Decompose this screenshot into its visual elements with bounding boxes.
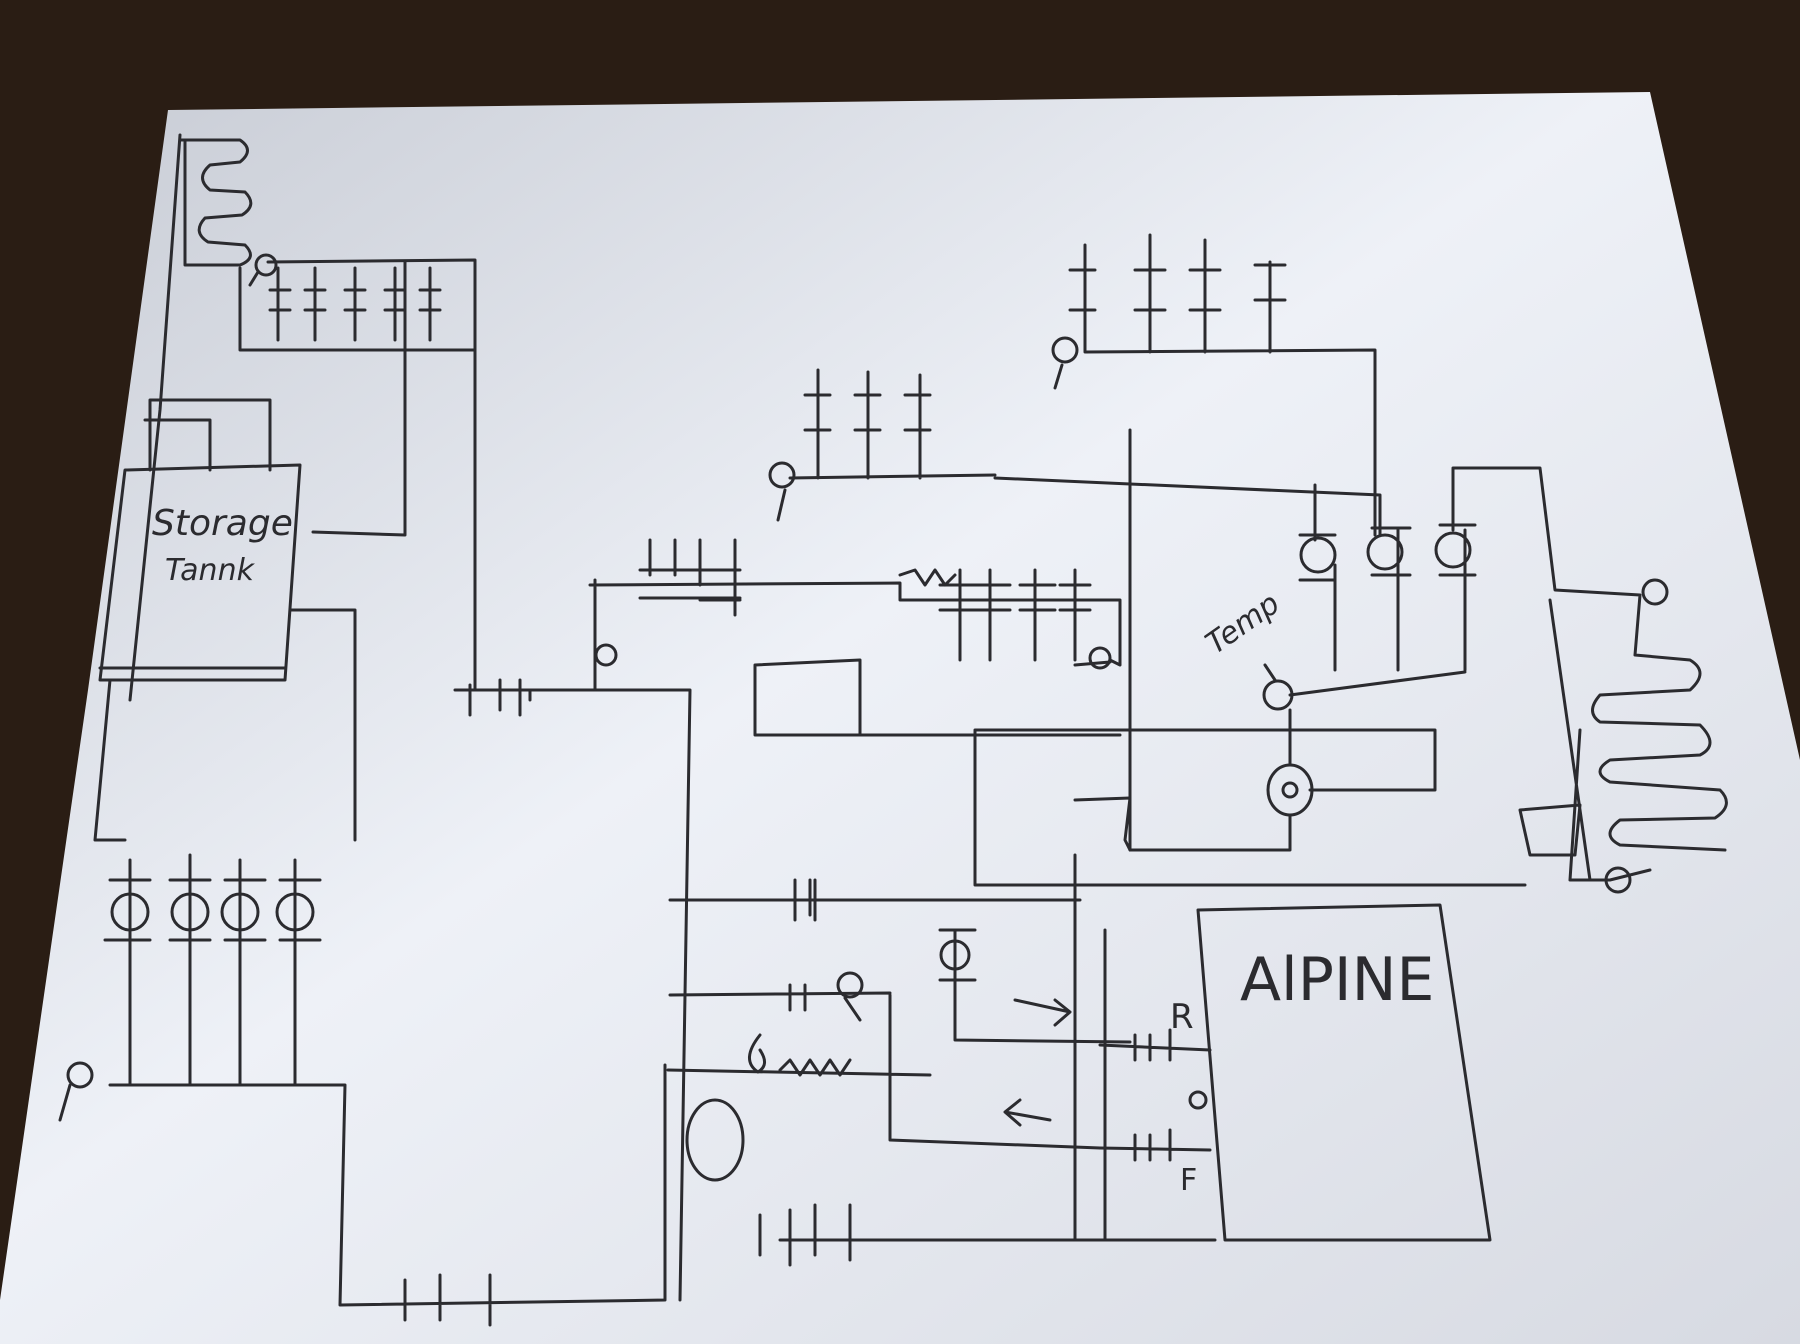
resistors-right (1298, 483, 1477, 672)
wire-middle-top-right (993, 476, 1382, 537)
gauge-middle-right (1088, 646, 1112, 670)
gauge-right-coil-bottom (1604, 866, 1632, 894)
port-r-label: R (1170, 997, 1194, 1037)
gauge-right-2 (1366, 533, 1404, 571)
cap-stack-middle-top (788, 368, 997, 480)
alpine-label: AlPINE (1240, 945, 1434, 1015)
wire-alpine-left (1073, 928, 1217, 1242)
storage-tank-label-1: Storage (152, 503, 293, 544)
gauge-middle-left (594, 643, 618, 667)
paper-sheet (0, 92, 1800, 1344)
arrow-left-icon (1003, 1098, 1052, 1127)
cap-lower-bottom (758, 1203, 852, 1267)
gauge-bl-2 (170, 892, 210, 932)
resistor-lower (778, 1058, 852, 1077)
gauge-top-left (254, 253, 278, 277)
gauge-right-1 (1299, 536, 1337, 574)
gauge-top-right (1051, 336, 1079, 364)
gauge-bl-1 (110, 892, 150, 932)
gauge-mid-vertical (939, 939, 971, 971)
wires-tank-top (143, 398, 272, 472)
right-coil (1451, 466, 1728, 852)
gauge-alpine (1188, 1090, 1208, 1110)
alpine-box (1196, 903, 1492, 1242)
gauge-bl-4 (275, 892, 315, 932)
gauge-right-coil-top (1641, 578, 1669, 606)
top-left-coil (178, 138, 253, 267)
pump-lower (685, 1098, 745, 1182)
cap-stack-middle (638, 538, 1092, 662)
resistor-middle (898, 568, 957, 587)
gauge-array-left (103, 853, 322, 1087)
wire-bottom-left-rail (108, 1063, 667, 1327)
resistor-mid-vertical (938, 928, 1132, 1044)
gauge-middle-top (768, 461, 796, 489)
arrow-right-icon (1013, 998, 1072, 1027)
gauge-bottom-left (66, 1061, 94, 1089)
wire-temp-right (973, 428, 1527, 887)
port-f-label: F (1180, 1163, 1197, 1198)
gauge-right-3 (1434, 531, 1472, 569)
wires-tank-bottom (93, 608, 357, 842)
storage-tank-label-2: Tannk (165, 553, 256, 588)
left-border-line (128, 133, 182, 702)
wire-mid-left (453, 678, 692, 1302)
storage-tank (98, 463, 302, 682)
gauge-bl-3 (220, 892, 260, 932)
wire-alpine-f (1098, 1128, 1212, 1162)
flame-symbol (748, 1033, 766, 1074)
gauge-lower (836, 971, 864, 999)
cap-stack-top-right (1068, 233, 1377, 537)
wire-alpine-r (1098, 1028, 1212, 1062)
